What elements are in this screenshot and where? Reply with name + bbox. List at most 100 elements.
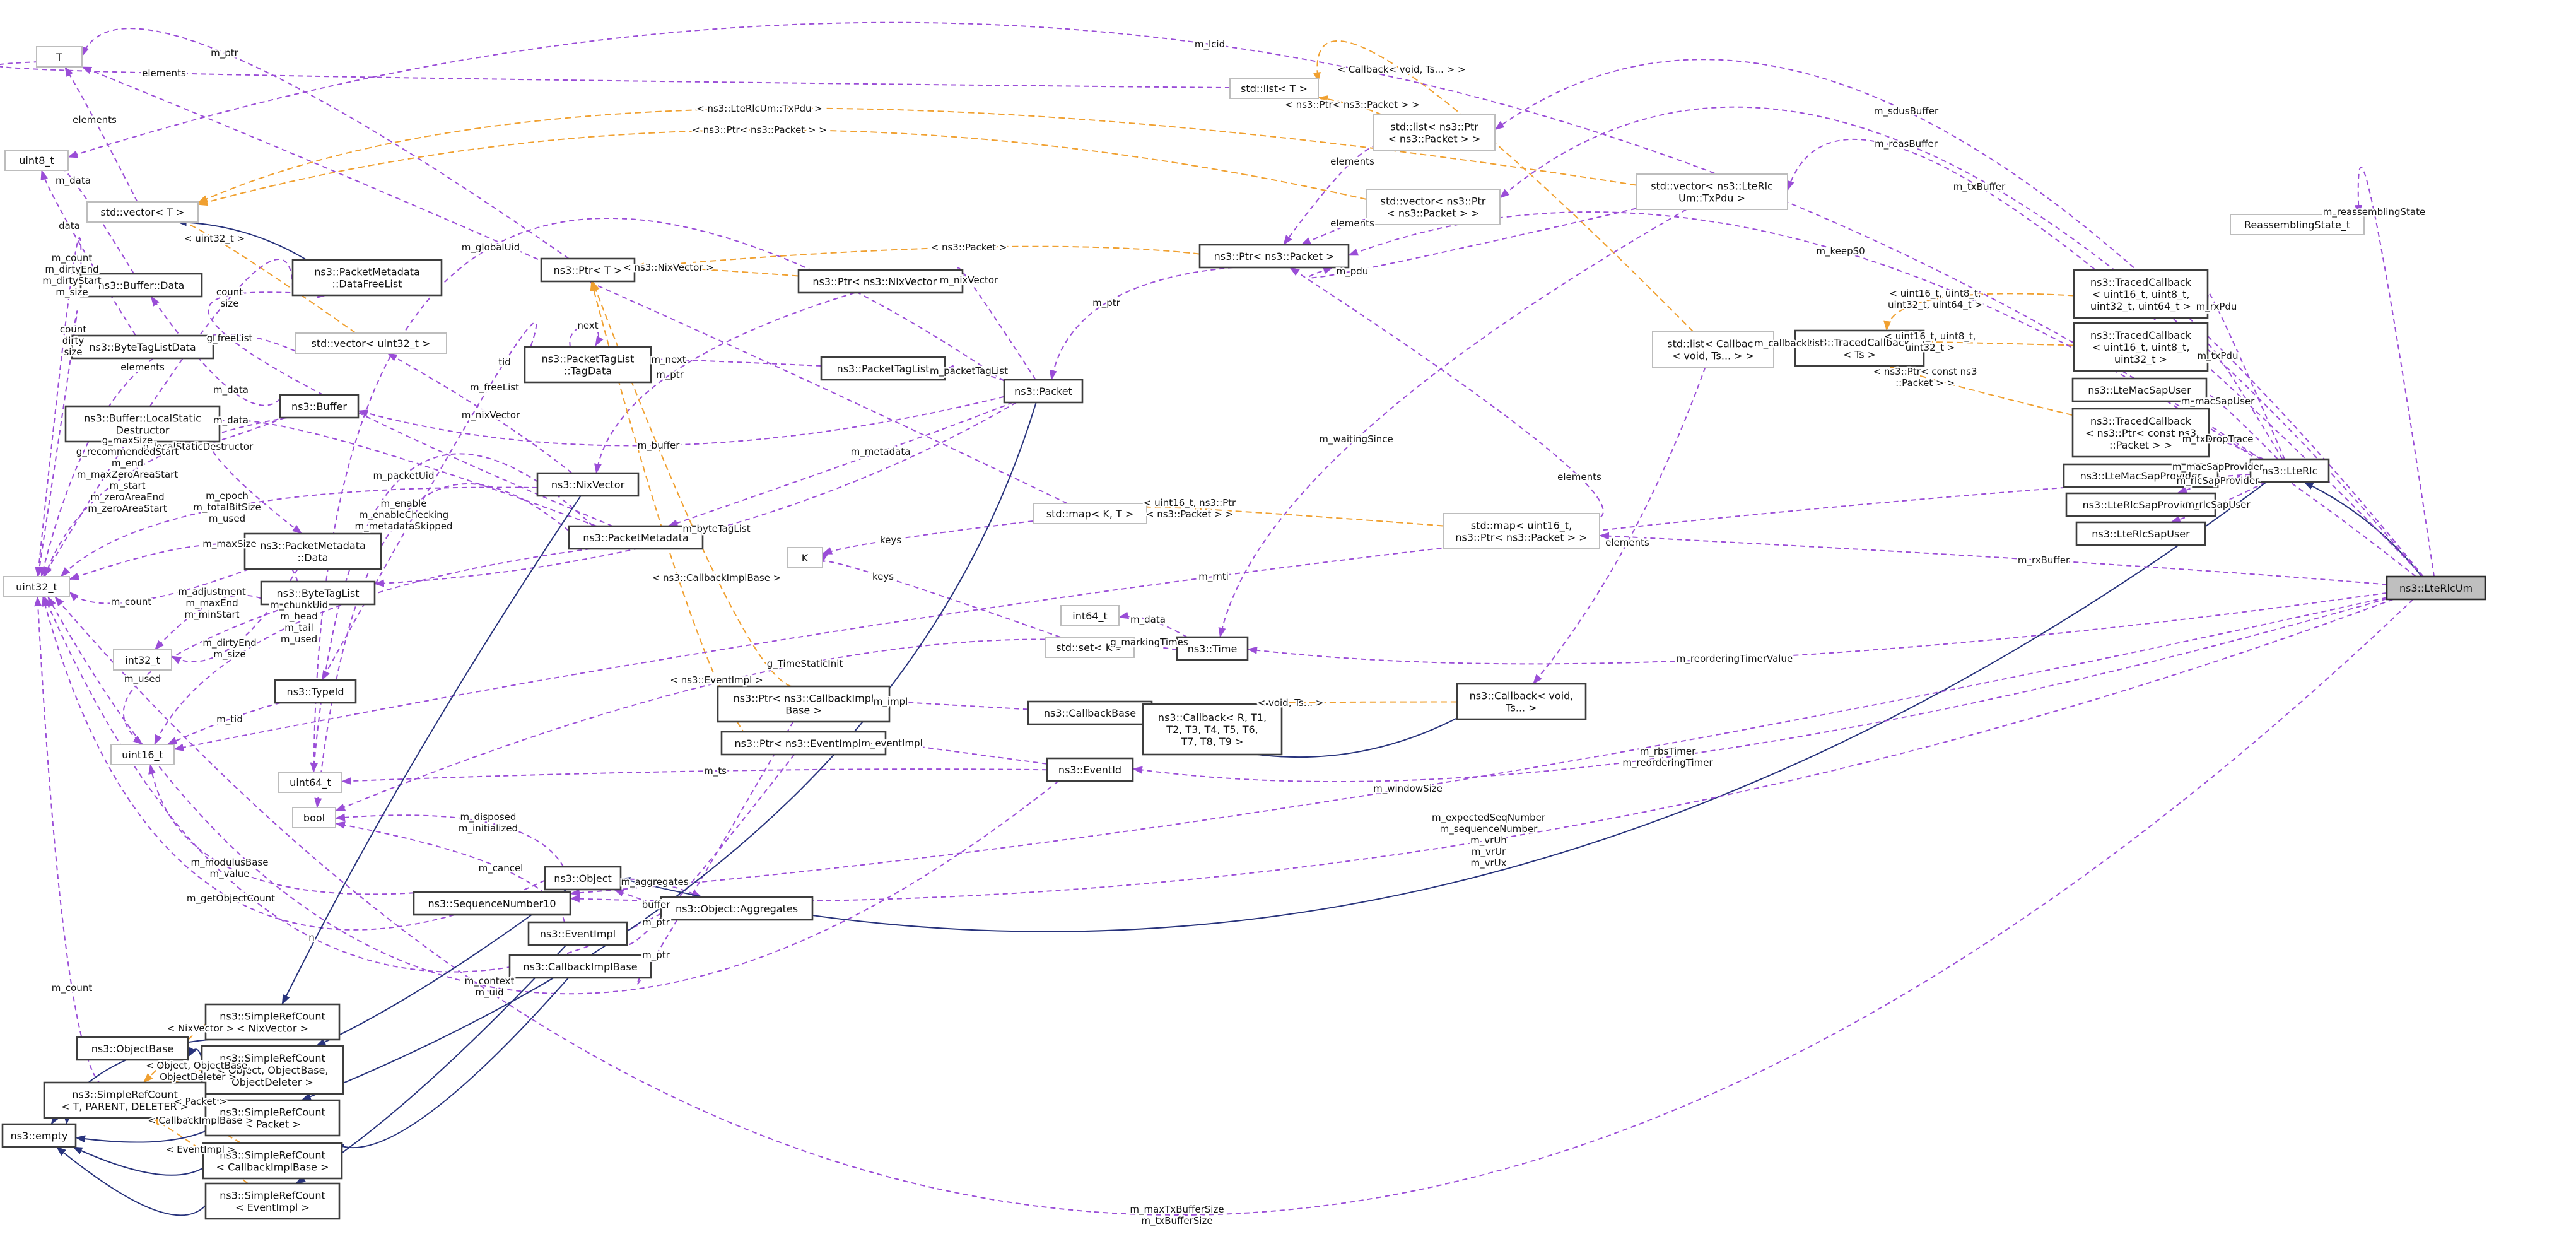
edge-lterlc-rlcuser	[2170, 481, 2266, 524]
node-srccib[interactable]: ns3::SimpleRefCount< CallbackImplBase >	[202, 1142, 343, 1180]
node-pmdata[interactable]: ns3::PacketMetadata::Data	[243, 532, 382, 570]
edge-label: m_rxBuffer	[2018, 555, 2070, 567]
edge-label: m_waitingSince	[1319, 433, 1393, 445]
node-listT[interactable]: std::list< T >	[1229, 78, 1319, 99]
node-macprov[interactable]: ns3::LteMacSapProvider	[2063, 463, 2219, 488]
node-srcobj[interactable]: ns3::SimpleRefCount< Object, ObjectBase,…	[201, 1045, 344, 1095]
node-pm[interactable]: ns3::PacketMetadata	[568, 525, 704, 550]
node-int64[interactable]: int64_t	[1060, 605, 1120, 626]
edge-typeid-uint16	[167, 702, 281, 745]
edge-label: g_localStaticDestructor	[143, 441, 254, 453]
node-label: ns3::SimpleRefCount< Object, ObjectBase,…	[217, 1052, 329, 1088]
edge-label: < uint32_t >	[184, 233, 245, 245]
node-vectorpp[interactable]: std::vector< ns3::Ptr< ns3::Packet > >	[1366, 189, 1501, 225]
node-uint16[interactable]: uint16_t	[110, 744, 175, 765]
node-rlcprov[interactable]: ns3::LteRlcSapProvider	[2065, 492, 2216, 517]
node-listpp[interactable]: std::list< ns3::Ptr< ns3::Packet > >	[1373, 114, 1496, 151]
node-macuser[interactable]: ns3::LteMacSapUser	[2071, 377, 2208, 402]
edge-lterlcum-uint32	[54, 596, 2414, 1216]
node-empty[interactable]: ns3::empty	[1, 1123, 77, 1148]
edge-tagdata-typeid	[321, 322, 537, 681]
node-btl[interactable]: ns3::ByteTagList	[260, 580, 376, 606]
node-uint8[interactable]: uint8_t	[4, 150, 69, 171]
node-uint64[interactable]: uint64_t	[278, 772, 342, 793]
node-bool[interactable]: bool	[292, 807, 336, 828]
node-K[interactable]: K	[787, 547, 823, 568]
node-uint32[interactable]: uint32_t	[3, 576, 70, 597]
edge-label: m_data	[56, 175, 91, 187]
node-label: ns3::TracedCallback< uint16_t, uint8_t,u…	[2090, 329, 2192, 366]
node-ptrev[interactable]: ns3::Ptr< ns3::EventImpl >	[720, 731, 887, 756]
edge-label: m_txPdu	[2198, 350, 2239, 362]
node-srctpd[interactable]: ns3::SimpleRefCount< T, PARENT, DELETER …	[43, 1081, 207, 1119]
edge-label: m_txDropTrace	[2182, 433, 2254, 445]
edge-ptrcb-cib	[636, 721, 794, 985]
node-setK[interactable]: std::set< K >	[1045, 637, 1135, 658]
node-int32[interactable]: int32_t	[113, 649, 172, 671]
node-T[interactable]: T	[36, 46, 83, 68]
node-srcnix[interactable]: ns3::SimpleRefCount< NixVector >	[204, 1003, 341, 1041]
node-label: ns3::SimpleRefCount< CallbackImplBase >	[216, 1149, 329, 1173]
node-srcpacket[interactable]: ns3::SimpleRefCount< Packet >	[204, 1099, 341, 1137]
edge-label: m_eventImpl	[861, 737, 923, 749]
node-ptl[interactable]: ns3::PacketTagList	[820, 356, 946, 381]
node-buffer[interactable]: ns3::Buffer	[279, 394, 360, 419]
node-time[interactable]: ns3::Time	[1176, 636, 1249, 661]
node-tcbpkt[interactable]: ns3::TracedCallback< ns3::Ptr< const ns3…	[2071, 408, 2210, 458]
node-packet[interactable]: ns3::Packet	[1003, 379, 1084, 404]
node-ptrpacket[interactable]: ns3::Ptr< ns3::Packet >	[1198, 244, 1350, 269]
node-vectorT[interactable]: std::vector< T >	[86, 201, 199, 223]
node-listcb[interactable]: std::list< Callback< void, Ts... > >	[1652, 331, 1774, 368]
node-object[interactable]: ns3::Object	[544, 866, 622, 891]
node-lterlcum[interactable]: ns3::LteRlcUm	[2386, 575, 2486, 601]
node-srcev[interactable]: ns3::SimpleRefCount< EventImpl >	[204, 1182, 341, 1220]
node-cbr[interactable]: ns3::Callback< R, T1,T2, T3, T4, T5, T6,…	[1142, 703, 1283, 756]
node-tcb4[interactable]: ns3::TracedCallback< uint16_t, uint8_t,u…	[2073, 269, 2209, 319]
edge-vectorT-T	[64, 66, 138, 203]
node-mapu16[interactable]: std::map< uint16_t,ns3::Ptr< ns3::Packet…	[1443, 513, 1600, 549]
node-btld[interactable]: ns3::ByteTagListData	[71, 334, 214, 360]
edge-time-setK	[1133, 637, 1178, 646]
node-tcbts[interactable]: ns3::TracedCallback< Ts >	[1794, 329, 1925, 367]
node-label: ns3::PacketMetadata::DataFreeList	[314, 266, 420, 290]
edge-object-uint32	[42, 596, 546, 931]
edge-label: m_sdusBuffer	[1874, 105, 1939, 117]
node-cbbase[interactable]: ns3::CallbackBase	[1027, 700, 1153, 725]
node-label: ns3::empty	[11, 1130, 68, 1142]
edge-label: < EventImpl >	[166, 1144, 235, 1155]
node-cib[interactable]: ns3::CallbackImplBase	[508, 954, 652, 979]
node-bufferdata[interactable]: ns3::Buffer::Data	[79, 273, 203, 298]
node-nixvector[interactable]: ns3::NixVector	[536, 472, 640, 497]
node-typeid[interactable]: ns3::TypeId	[274, 679, 357, 704]
node-tcb3[interactable]: ns3::TracedCallback< uint16_t, uint8_t,u…	[2073, 322, 2209, 372]
node-reassembling[interactable]: ReassemblingState_t	[2230, 214, 2365, 235]
node-datafreelist[interactable]: ns3::PacketMetadata::DataFreeList	[291, 259, 443, 297]
node-cbvoid[interactable]: ns3::Callback< void,Ts... >	[1456, 683, 1587, 720]
node-objectbase[interactable]: ns3::ObjectBase	[76, 1036, 189, 1061]
node-label: std::list< ns3::Ptr< ns3::Packet > >	[1388, 121, 1480, 145]
node-eventimpl[interactable]: ns3::EventImpl	[527, 921, 628, 946]
node-lterlc[interactable]: ns3::LteRlc	[2249, 458, 2330, 483]
node-ptrT[interactable]: ns3::Ptr< T >	[540, 257, 636, 283]
node-vectoru32[interactable]: std::vector< uint32_t >	[295, 332, 447, 354]
node-label: ReassemblingState_t	[2244, 219, 2350, 232]
node-rlcuser[interactable]: ns3::LteRlcSapUser	[2075, 521, 2206, 546]
node-eventid[interactable]: ns3::EventId	[1046, 757, 1134, 782]
node-ptrnix[interactable]: ns3::Ptr< ns3::NixVector >	[797, 269, 964, 294]
node-tagdata[interactable]: ns3::PacketTagList::TagData	[524, 346, 652, 384]
edge-label: < CallbackImplBase >	[148, 1115, 254, 1126]
node-label: std::vector< T >	[100, 206, 184, 218]
edge-btl-uint16	[123, 604, 295, 745]
node-aggregates[interactable]: ns3::Object::Aggregates	[660, 896, 814, 921]
node-seq10[interactable]: ns3::SequenceNumber10	[413, 891, 571, 916]
node-mapKT[interactable]: std::map< K, T >	[1033, 503, 1147, 524]
